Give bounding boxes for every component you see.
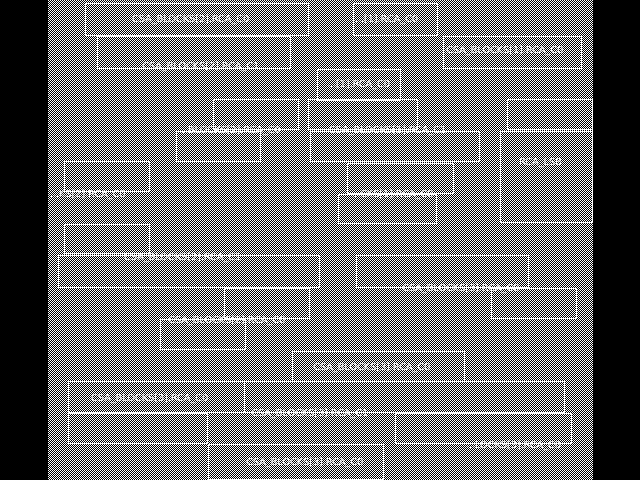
cell-label: ...KS[2].RCA_C0 <box>50 189 126 200</box>
cell-label: RCA_LSB <box>519 157 562 168</box>
cell-outline[interactable] <box>224 288 310 319</box>
cell-outline[interactable] <box>160 319 246 350</box>
cell-outline[interactable] <box>353 3 438 36</box>
cell-label: CSA_BLOCKS[3].RCA_C1 <box>251 408 369 419</box>
cell-outline[interactable] <box>338 194 437 224</box>
cell-label: ...[1].RCA_C0 <box>327 79 390 90</box>
cell-label: CSA_BLOCKS[3].RCA_C0 <box>91 393 209 404</box>
cell-outline[interactable] <box>310 131 480 162</box>
cell-outline[interactable] <box>64 224 150 254</box>
cell-outline[interactable] <box>68 413 208 444</box>
cell-label: CSA_BLOCKS[2].RCA_C1 <box>124 252 242 263</box>
layout-canvas[interactable]: CSA_BLOCKS[2].RCA_C0 ...[1].RCA_C0 CSA_B… <box>48 0 593 480</box>
cell-outline[interactable] <box>58 255 320 288</box>
cell-label: CSA_BLOCKS[1].RCA_C0 <box>446 45 564 56</box>
cell-outline[interactable] <box>443 36 582 69</box>
cell-outline[interactable] <box>85 3 309 36</box>
cell-label: ...BLOCKS[2].RCA_C0 <box>179 125 281 136</box>
cell-outline[interactable] <box>213 99 299 130</box>
cell-outline[interactable] <box>176 131 261 162</box>
cell-outline[interactable] <box>347 163 454 194</box>
cell-outline[interactable] <box>64 161 150 192</box>
cell-label: CSA_BLOCKS[3].RCA_C0 <box>402 283 520 294</box>
cell-label: ...LOCKS[3].RCA_C0 <box>466 440 561 451</box>
cell-outline[interactable] <box>97 36 291 69</box>
cell-label: CSA_BLOCKS[3].RCA_C0 <box>246 457 364 468</box>
cell-label: CSA_BLOCKS[2].RCA_C0 <box>132 14 250 25</box>
cell-label: CSA_BLOCKS[1].RCA_C1 <box>329 125 447 136</box>
cell-outline[interactable] <box>356 255 529 288</box>
cell-outline[interactable] <box>317 69 401 101</box>
cell-label: ...[1].RCA_C0 <box>355 14 418 25</box>
cell-label: CSA_BLOCKS[2].RCA_C1 <box>142 61 260 72</box>
cell-outline[interactable] <box>244 381 565 413</box>
cell-label: ...CKS[1].RCA_C0 <box>351 189 434 200</box>
cell-label: CSA_BLOCKS[3].RCA_C0 <box>313 362 431 373</box>
cell-outline[interactable] <box>507 99 593 130</box>
cell-label: CSA_BLOCKS[2].RCA_C0 <box>168 315 286 326</box>
cell-outline[interactable] <box>500 131 593 223</box>
cell-outline[interactable] <box>491 288 577 319</box>
cell-outline[interactable] <box>308 99 418 130</box>
cell-outline[interactable] <box>395 413 572 444</box>
